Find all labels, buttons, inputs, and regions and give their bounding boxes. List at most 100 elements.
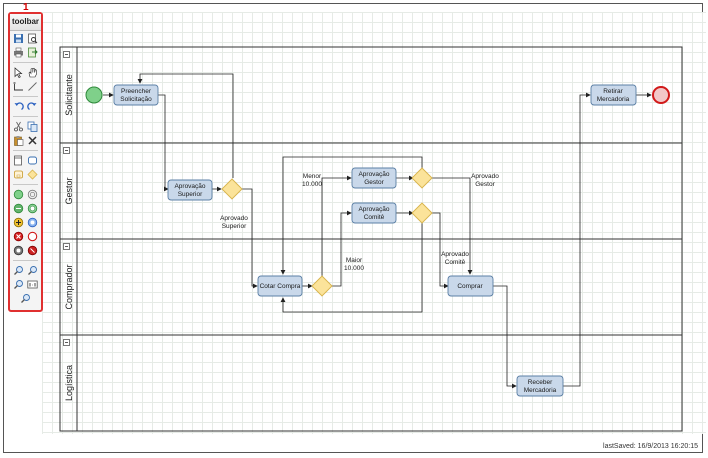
toolbar-separator	[13, 150, 38, 151]
edge-label-menor: Menor 10.000	[302, 173, 322, 188]
flow-comite-reject-to-cotar[interactable]	[280, 223, 423, 313]
gateway-valor[interactable]	[311, 275, 333, 297]
message-start-icon[interactable]	[27, 189, 38, 200]
toolbar-separator	[13, 96, 38, 97]
lane-label-logistica: Logística	[64, 365, 74, 401]
task-retirar[interactable]: Retirar Mercadoria	[590, 84, 637, 106]
task-label: Superior	[178, 191, 203, 198]
paste-icon[interactable]	[13, 135, 24, 146]
subprocess-icon[interactable]	[13, 169, 24, 180]
edge-label-line: Comitê	[445, 259, 466, 266]
print-icon[interactable]	[13, 47, 24, 58]
toolbar-row	[12, 154, 39, 167]
edge-label-line: Aprovado	[220, 215, 248, 222]
flow-menor-to-aprov-gestor[interactable]	[321, 175, 352, 276]
task-label: Comitê	[364, 214, 385, 221]
end-event-icon[interactable]	[27, 245, 38, 256]
connector-elbow-icon[interactable]	[13, 81, 24, 92]
multiple-event-icon[interactable]	[13, 217, 24, 228]
toolbar-row	[12, 188, 39, 201]
lane-collapse-toggle[interactable]	[63, 339, 70, 346]
edge-label-aprovado-gestor: Aprovado Gestor	[471, 173, 499, 188]
toolbar-row	[12, 216, 39, 229]
pan-hand-icon[interactable]	[27, 67, 38, 78]
task-label: Solicitação	[120, 96, 152, 103]
toolbar-separator	[13, 260, 38, 261]
task-comprar[interactable]: Comprar	[447, 275, 494, 297]
task-aprov-comite[interactable]: Aprovação Comitê	[351, 202, 397, 224]
error-event-icon[interactable]	[13, 231, 24, 242]
flow-aprovado-comite-to-comprar[interactable]	[432, 212, 449, 289]
print-preview-icon[interactable]	[27, 33, 38, 44]
edge-label-aprovado-superior: Aprovado Superior	[220, 215, 248, 230]
undo-icon[interactable]	[13, 101, 24, 112]
flow-aprovado-gestor-to-comprar[interactable]	[432, 177, 473, 275]
task-label: Cotar Compra	[260, 283, 301, 290]
task-cotar[interactable]: Cotar Compra	[257, 275, 303, 297]
task-aprov-superior[interactable]: Aprovação Superior	[167, 179, 213, 201]
start-event-icon[interactable]	[13, 189, 24, 200]
copy-icon[interactable]	[27, 121, 38, 132]
gateway-aprov-comite[interactable]	[411, 202, 433, 224]
task-icon[interactable]	[27, 155, 38, 166]
toolbar-row	[12, 230, 39, 243]
connector-straight-icon[interactable]	[27, 81, 38, 92]
toolbar-row	[12, 120, 39, 133]
toolbar-row	[12, 46, 39, 59]
delete-icon[interactable]	[27, 135, 38, 146]
flow-aprovado-superior-to-cotar[interactable]	[242, 188, 258, 289]
task-preencher[interactable]: Preencher Solicitação	[113, 84, 159, 106]
flow-maior-to-aprov-comite[interactable]	[332, 210, 352, 287]
zoom-icon[interactable]	[20, 293, 31, 304]
zoom-actual-icon[interactable]	[27, 279, 38, 290]
timer-event-icon[interactable]	[27, 203, 38, 214]
zoom-in-icon[interactable]	[13, 265, 24, 276]
toolbar-separator	[13, 184, 38, 185]
task-receber[interactable]: Receber Mercadoria	[516, 375, 564, 397]
task-aprov-gestor[interactable]: Aprovação Gestor	[351, 167, 397, 189]
terminate-event-icon[interactable]	[13, 245, 24, 256]
start-event[interactable]	[85, 86, 103, 104]
flow-preencher-to-aprov-superior[interactable]	[158, 94, 169, 192]
last-saved-status: lastSaved: 16/9/2013 16:20:15	[603, 443, 698, 450]
link-event-icon[interactable]	[27, 217, 38, 228]
gateway-aprov-gestor[interactable]	[411, 167, 433, 189]
toolbar-row	[12, 168, 39, 181]
task-label: Aprovação	[358, 171, 389, 178]
lane-collapse-toggle[interactable]	[63, 243, 70, 250]
intermediate-event-icon[interactable]	[13, 203, 24, 214]
lane-collapse-toggle[interactable]	[63, 51, 70, 58]
redo-icon[interactable]	[27, 101, 38, 112]
gateway-aprov-superior[interactable]	[221, 178, 243, 200]
flow-receber-to-retirar[interactable]	[563, 92, 591, 387]
flow-gestor-reject-to-cotar[interactable]	[280, 156, 423, 275]
lane-label-gestor: Gestor	[64, 177, 74, 204]
toolbar-separator	[13, 62, 38, 63]
toolbar-row	[12, 244, 39, 257]
task-label: Comprar	[457, 283, 483, 290]
lane-label-comprador: Comprador	[64, 264, 74, 309]
edge-label-line: Aprovado	[471, 173, 499, 180]
select-pointer-icon[interactable]	[13, 67, 24, 78]
lane-collapse-toggle[interactable]	[63, 147, 70, 154]
toolbar-row	[12, 278, 39, 291]
zoom-fit-icon[interactable]	[13, 279, 24, 290]
cut-icon[interactable]	[13, 121, 24, 132]
edge-label-line: Menor	[303, 173, 322, 180]
save-icon[interactable]	[13, 33, 24, 44]
edge-label-line: Maior	[346, 257, 363, 264]
cancel-event-icon[interactable]	[27, 231, 38, 242]
swimlane-icon[interactable]	[13, 155, 24, 166]
export-icon[interactable]	[27, 47, 38, 58]
edge-label-line: Superior	[222, 223, 247, 230]
zoom-out-icon[interactable]	[27, 265, 38, 276]
lane-label-solicitante: Solicitante	[64, 74, 74, 116]
flow-comprar-to-receber[interactable]	[493, 285, 517, 389]
end-event[interactable]	[652, 86, 670, 104]
toolbar-row	[12, 100, 39, 113]
task-label: Receber	[528, 379, 553, 386]
gateway-icon[interactable]	[27, 169, 38, 180]
flow-gateway-back-to-preencher[interactable]	[137, 73, 234, 178]
toolbar-row	[12, 66, 39, 79]
